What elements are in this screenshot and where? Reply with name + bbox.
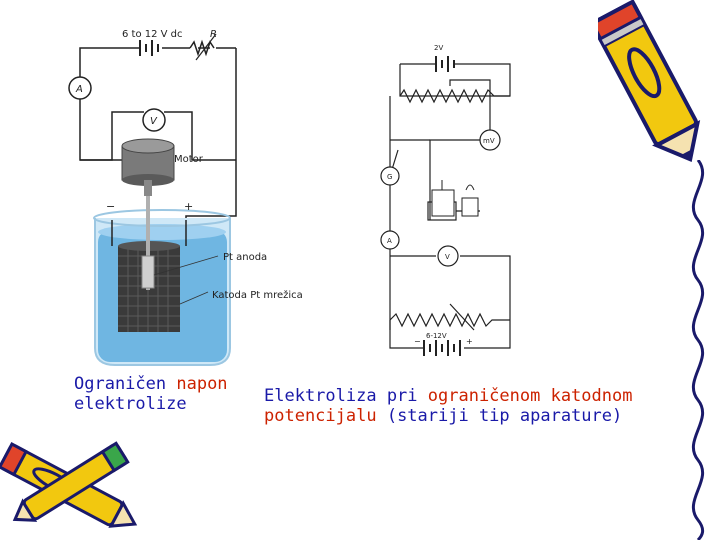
bottom-minus-label: − (414, 337, 421, 346)
right-caption-highlight-2: potencijalu (264, 406, 377, 426)
right-caption-text: Elektroliza pri (264, 386, 428, 406)
galvanometer-symbol (380, 166, 400, 186)
left-caption-text-2: elektrolize (74, 394, 187, 414)
anode-label: Pt anoda (223, 252, 267, 263)
left-caption: Ograničen napon elektrolize (74, 374, 244, 414)
millivoltmeter-label: mV (483, 137, 495, 145)
bottom-plus-label: + (466, 337, 473, 346)
voltmeter-label-right: V (445, 253, 450, 261)
ammeter-symbol-right (380, 230, 400, 250)
crossed-pencils-icon (0, 441, 138, 528)
right-caption: Elektroliza pri ograničenom katodnom pot… (264, 386, 644, 426)
right-caption-highlight-1: ograničenom katodnom (427, 386, 633, 406)
cathode-label: Katoda Pt mrežica (212, 289, 303, 301)
ammeter-label: A (75, 84, 83, 95)
pencil-icon-top-right (598, 0, 701, 163)
voltmeter-symbol-right (437, 245, 459, 267)
squiggle-border-right (691, 160, 705, 540)
millivoltmeter-symbol (479, 129, 501, 151)
galvanometer-label: G (387, 173, 392, 181)
cell-apparatus (431, 180, 479, 217)
ammeter-symbol (68, 76, 92, 100)
resistor-label: R (210, 29, 217, 40)
left-caption-highlight: napon (176, 374, 228, 394)
voltmeter-label: V (150, 116, 158, 127)
electrolysis-cell-diagram: 6 to 12 V dc R A V Motor Pt anoda Katoda… (68, 29, 303, 366)
bottom-battery-label: 6-12V (426, 332, 447, 340)
controlled-potential-circuit: 2V mV G A V 6-12V − + (380, 44, 511, 356)
supply-label: 6 to 12 V dc (122, 29, 183, 40)
stirring-motor (121, 138, 175, 290)
motor-label: Motor (174, 154, 204, 165)
plus-terminal-label: + (184, 200, 193, 213)
left-caption-text: Ograničen (74, 374, 177, 394)
right-caption-text-2: (stariji tip aparature) (376, 406, 623, 426)
ammeter-label-right: A (387, 237, 392, 245)
top-battery-label: 2V (434, 44, 443, 52)
minus-terminal-label: − (106, 200, 115, 213)
voltmeter-symbol (142, 108, 166, 132)
